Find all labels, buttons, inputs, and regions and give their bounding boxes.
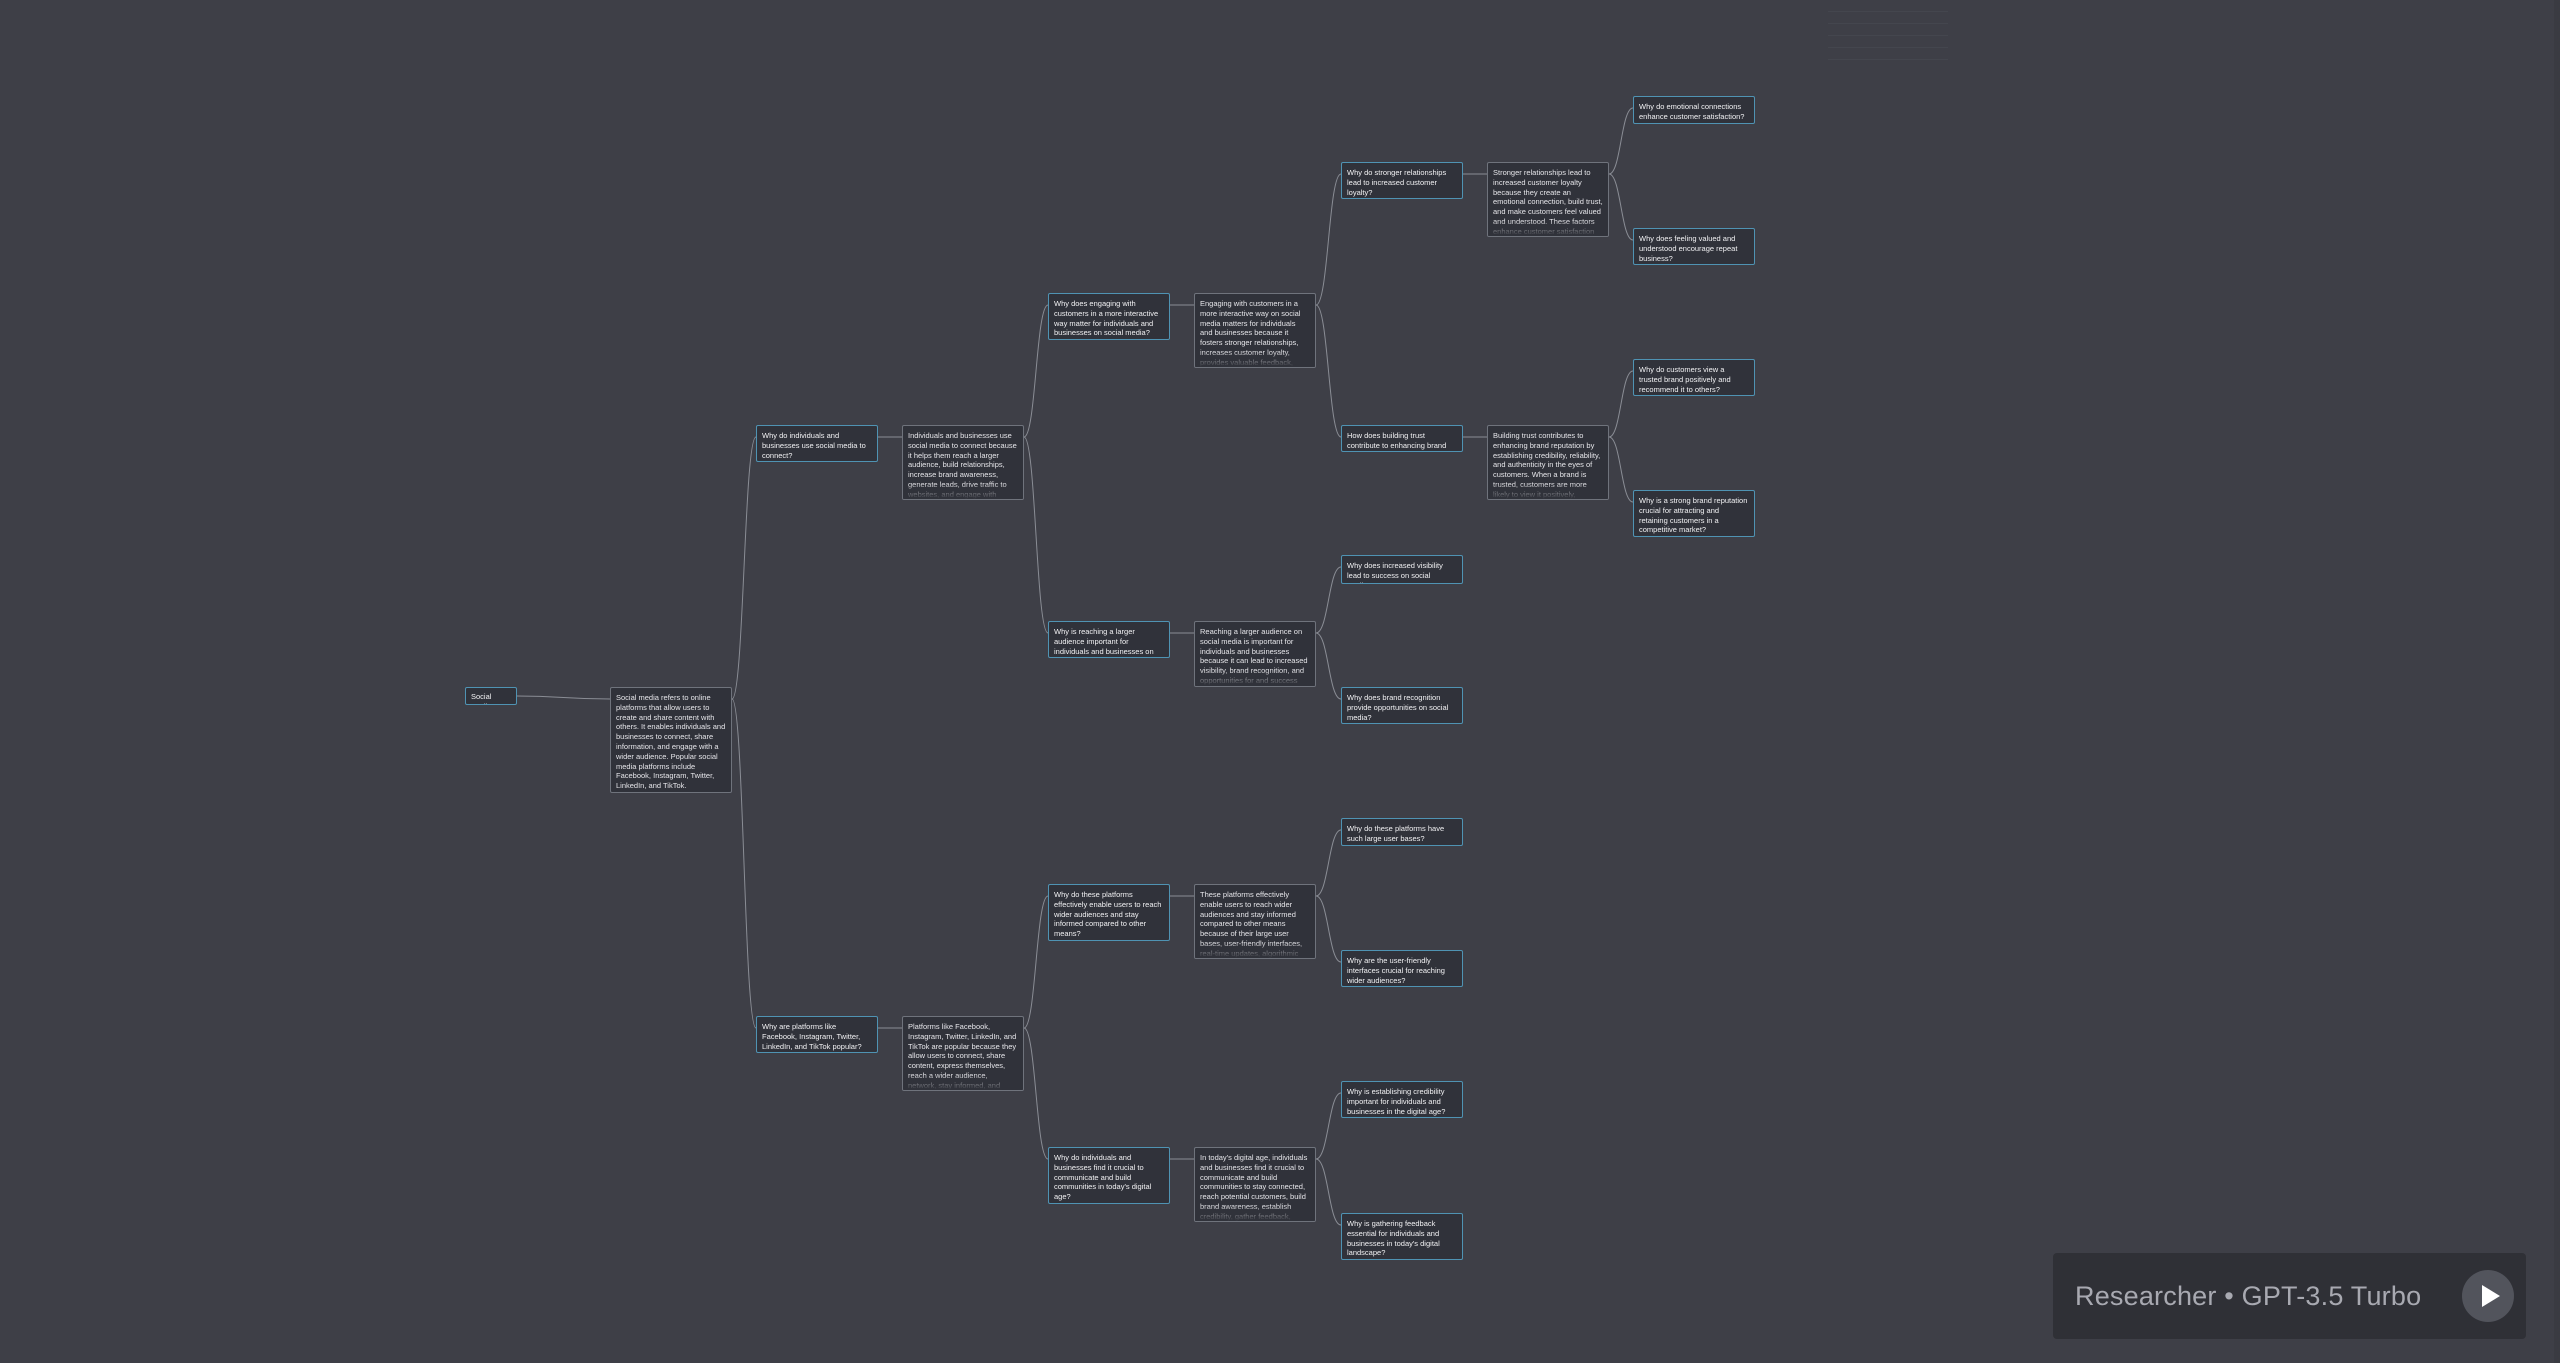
node-question[interactable]: Why are platforms like Facebook, Instagr… [756,1016,878,1053]
node-question[interactable]: Why does engaging with customers in a mo… [1048,293,1170,340]
connector-line [1023,304,1049,438]
node-question[interactable]: Why are the user-friendly interfaces cru… [1341,950,1463,987]
connector-line [1608,370,1634,438]
node-answer[interactable]: In today's digital age, individuals and … [1194,1147,1316,1222]
connector-line [731,698,757,1029]
node-question[interactable]: Why do stronger relationships lead to in… [1341,162,1463,199]
node-root-topic[interactable]: Social Media [465,687,517,705]
connector-line [1023,1027,1049,1160]
node-answer[interactable]: Individuals and businesses use social me… [902,425,1024,500]
connector-line [1023,436,1049,634]
connector-line [1315,566,1342,634]
node-question[interactable]: Why do emotional connections enhance cus… [1633,96,1755,124]
node-question[interactable]: Why does increased visibility lead to su… [1341,555,1463,584]
agent-model-label: Researcher • GPT-3.5 Turbo [2075,1280,2422,1311]
node-question[interactable]: Why do customers view a trusted brand po… [1633,359,1755,396]
node-answer[interactable]: Platforms like Facebook, Instagram, Twit… [902,1016,1024,1091]
node-answer[interactable]: Stronger relationships lead to increased… [1487,162,1609,237]
node-question[interactable]: Why do individuals and businesses use so… [756,425,878,462]
node-question[interactable]: Why is a strong brand reputation crucial… [1633,490,1755,537]
connector-line [1315,632,1342,700]
connector-line [1315,895,1342,963]
node-question[interactable]: Why do individuals and businesses find i… [1048,1147,1170,1204]
node-answer[interactable]: Social media refers to online platforms … [610,687,732,793]
connector-line [1315,173,1342,306]
play-icon[interactable] [2462,1270,2514,1322]
connector-line [1315,304,1342,438]
connector-line [1608,173,1634,241]
node-question[interactable]: Why do these platforms have such large u… [1341,818,1463,846]
connector-line [1315,829,1342,897]
connector-line [1608,107,1634,175]
node-answer[interactable]: These platforms effectively enable users… [1194,884,1316,959]
faint-minimap [1828,0,1948,80]
connector-line [731,436,757,700]
node-answer[interactable]: Engaging with customers in a more intera… [1194,293,1316,368]
node-question[interactable]: Why do these platforms effectively enabl… [1048,884,1170,941]
node-question[interactable]: Why does brand recognition provide oppor… [1341,687,1463,724]
connector-line [1315,1092,1342,1160]
node-question[interactable]: Why is gathering feedback essential for … [1341,1213,1463,1260]
node-question[interactable]: Why is reaching a larger audience import… [1048,621,1170,658]
node-answer[interactable]: Reaching a larger audience on social med… [1194,621,1316,687]
connector-line [1608,436,1634,503]
agent-badge: Researcher • GPT-3.5 Turbo [2053,1253,2526,1339]
connector-line [1023,895,1049,1029]
vertical-scrollbar[interactable] [2554,0,2560,1363]
node-question[interactable]: Why is establishing credibility importan… [1341,1081,1463,1118]
node-question[interactable]: How does building trust contribute to en… [1341,425,1463,452]
node-answer[interactable]: Building trust contributes to enhancing … [1487,425,1609,500]
node-question[interactable]: Why does feeling valued and understood e… [1633,228,1755,265]
connector-line [516,695,611,700]
connector-line [1315,1158,1342,1226]
